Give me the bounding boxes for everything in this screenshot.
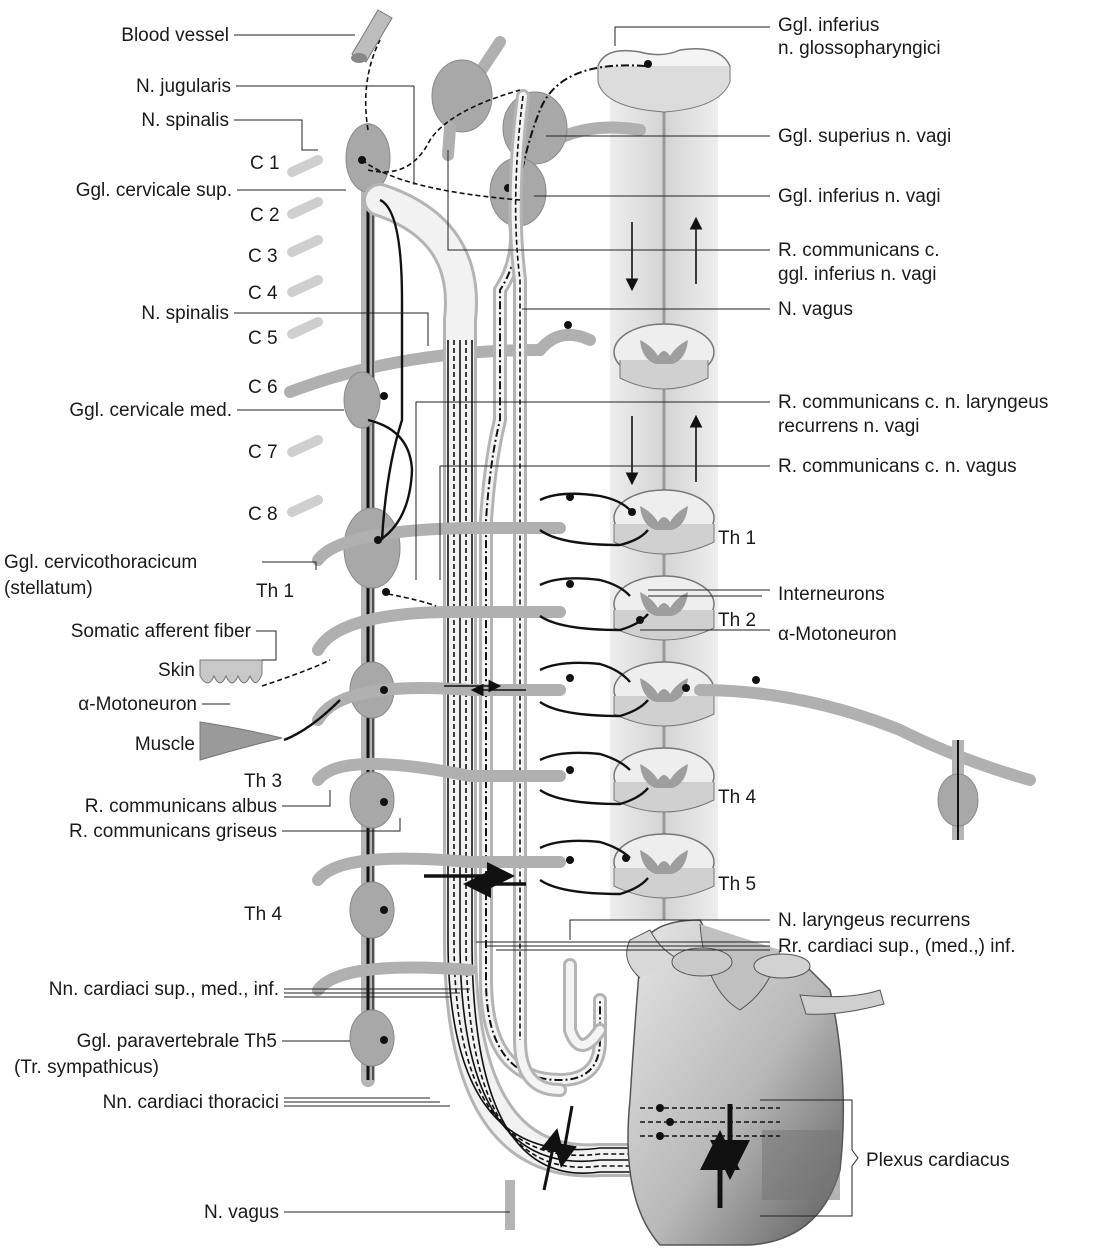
segment-c2: C 2 xyxy=(250,205,280,226)
label-n-spinalis-upper: N. spinalis xyxy=(141,110,229,131)
blood-vessel xyxy=(351,10,392,63)
label-nn-cardiaci-thoracici: Nn. cardiaci thoracici xyxy=(103,1092,279,1113)
label-ggl-cervicothoracicum: Ggl. cervicothoracicum xyxy=(4,552,197,573)
label-blood-vessel: Blood vessel xyxy=(121,25,229,46)
label-ggl-inferius-vagi: Ggl. inferius n. vagi xyxy=(778,186,941,207)
label-skin: Skin xyxy=(158,660,195,681)
label-rr-cardiaci: Rr. cardiaci sup., (med.,) inf. xyxy=(778,936,1016,957)
label-r-comm-ggl-1: R. communicans c. xyxy=(778,240,940,261)
segment-th3-left: Th 3 xyxy=(244,771,282,792)
ggl-inferius-glossopharyngici xyxy=(432,60,492,132)
left-labels: Blood vessel N. jugularis N. spinalis Gg… xyxy=(4,25,279,1223)
label-r-comm-ggl-2: ggl. inferius n. vagi xyxy=(778,264,936,285)
label-r-comm-n-vagus: R. communicans c. n. vagus xyxy=(778,456,1017,477)
cord-section-c5 xyxy=(614,324,714,389)
label-interneurons: Interneurons xyxy=(778,584,885,605)
segment-th1-right: Th 1 xyxy=(718,528,756,549)
label-r-comm-laryngeus-1: R. communicans c. n. laryngeus xyxy=(778,392,1048,413)
label-somatic-afferent: Somatic afferent fiber xyxy=(71,621,252,642)
sympathetic-trunk xyxy=(344,124,400,1080)
label-r-communicans-albus: R. communicans albus xyxy=(85,796,277,817)
label-ggl-cervicale-sup: Ggl. cervicale sup. xyxy=(76,180,232,201)
label-alpha-motoneuron-left: α-Motoneuron xyxy=(78,694,197,715)
label-ggl-inferius-gloss-2: n. glossopharyngici xyxy=(778,38,941,59)
label-plexus-cardiacus: Plexus cardiacus xyxy=(866,1150,1010,1171)
segment-c1: C 1 xyxy=(250,153,280,174)
label-ggl-cervicale-med: Ggl. cervicale med. xyxy=(69,400,232,421)
cord-section-th5 xyxy=(614,834,714,898)
cord-section-th1 xyxy=(614,490,714,554)
segment-c4: C 4 xyxy=(248,283,278,304)
ggl-cervicale-med xyxy=(344,372,380,428)
label-n-vagus: N. vagus xyxy=(778,299,853,320)
label-alpha-motoneuron-right: α-Motoneuron xyxy=(778,624,897,645)
ggl-cervicale-sup xyxy=(346,124,390,192)
label-n-vagus-bottom: N. vagus xyxy=(204,1202,279,1223)
vagus-outer-branch xyxy=(516,96,560,1090)
ggl-stellatum xyxy=(344,508,400,588)
label-muscle: Muscle xyxy=(135,734,195,755)
label-stellatum: (stellatum) xyxy=(4,578,93,599)
label-n-laryngeus-recurrens: N. laryngeus recurrens xyxy=(778,910,970,931)
segment-th2-right: Th 2 xyxy=(718,610,756,631)
segment-c3: C 3 xyxy=(248,246,278,267)
segment-c7: C 7 xyxy=(248,442,278,463)
label-ggl-superius-vagi: Ggl. superius n. vagi xyxy=(778,126,951,147)
label-r-communicans-griseus: R. communicans griseus xyxy=(69,821,277,842)
segment-c5: C 5 xyxy=(248,328,278,349)
label-n-spinalis-lower: N. spinalis xyxy=(141,303,229,324)
segment-th5-right: Th 5 xyxy=(718,874,756,895)
label-tr-sympathicus: (Tr. sympathicus) xyxy=(14,1057,159,1078)
label-n-jugularis: N. jugularis xyxy=(136,76,231,97)
segment-th1-left: Th 1 xyxy=(256,581,294,602)
label-ggl-paravertebrale: Ggl. paravertebrale Th5 xyxy=(77,1031,277,1052)
cord-section-th4 xyxy=(614,748,714,812)
label-nn-cardiaci-sup: Nn. cardiaci sup., med., inf. xyxy=(49,979,279,1000)
label-ggl-inferius-gloss-1: Ggl. inferius xyxy=(778,15,879,36)
segment-th4-right: Th 4 xyxy=(718,787,756,808)
segment-c8: C 8 xyxy=(248,504,278,525)
label-r-comm-laryngeus-2: recurrens n. vagi xyxy=(778,416,920,437)
segment-th4-left: Th 4 xyxy=(244,904,282,925)
segment-c6: C 6 xyxy=(248,377,278,398)
